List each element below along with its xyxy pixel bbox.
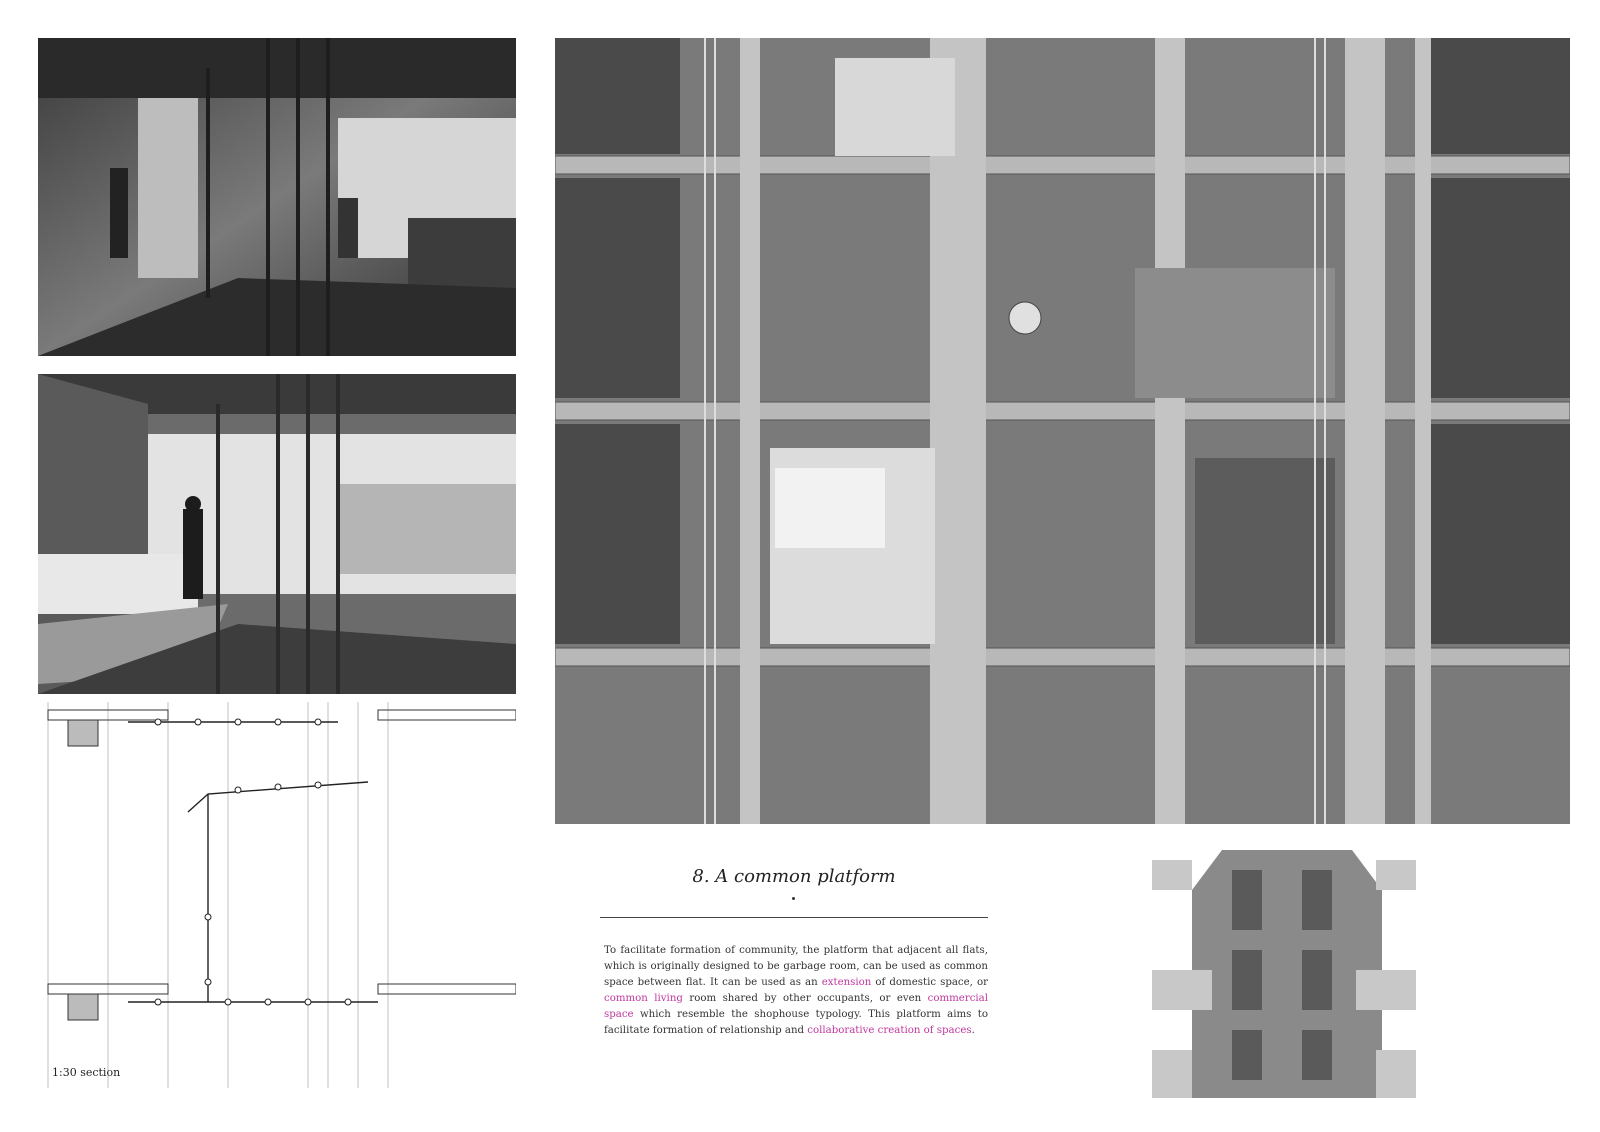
axonometric-drawing bbox=[1152, 850, 1416, 1098]
sectional-perspective bbox=[555, 38, 1570, 824]
paragraph-text: of domestic space, or bbox=[871, 977, 988, 988]
title-dot bbox=[792, 897, 795, 900]
construction-detail-drawing bbox=[38, 702, 516, 1088]
interior-render-corridor bbox=[38, 38, 516, 356]
section-title: 8. A common platform bbox=[692, 866, 896, 887]
paragraph-text: . bbox=[971, 1025, 975, 1036]
highlighted-phrase: commercial space bbox=[604, 993, 988, 1020]
paragraph-text: which resemble the shophouse typology. T… bbox=[604, 1009, 988, 1036]
interior-render-living-room bbox=[38, 374, 516, 694]
description-paragraph: To facilitate formation of community, th… bbox=[604, 943, 988, 1039]
highlighted-phrase: common living bbox=[604, 993, 683, 1004]
highlighted-phrase: extension bbox=[821, 977, 872, 988]
highlighted-phrase: collaborative creation of spaces bbox=[807, 1025, 972, 1036]
detail-scale-label: 1:30 section bbox=[52, 1066, 121, 1079]
paragraph-text: room shared by other occupants, or even bbox=[682, 993, 928, 1004]
paragraph-text: To facilitate formation of community, th… bbox=[604, 945, 988, 988]
title-divider bbox=[600, 917, 988, 918]
